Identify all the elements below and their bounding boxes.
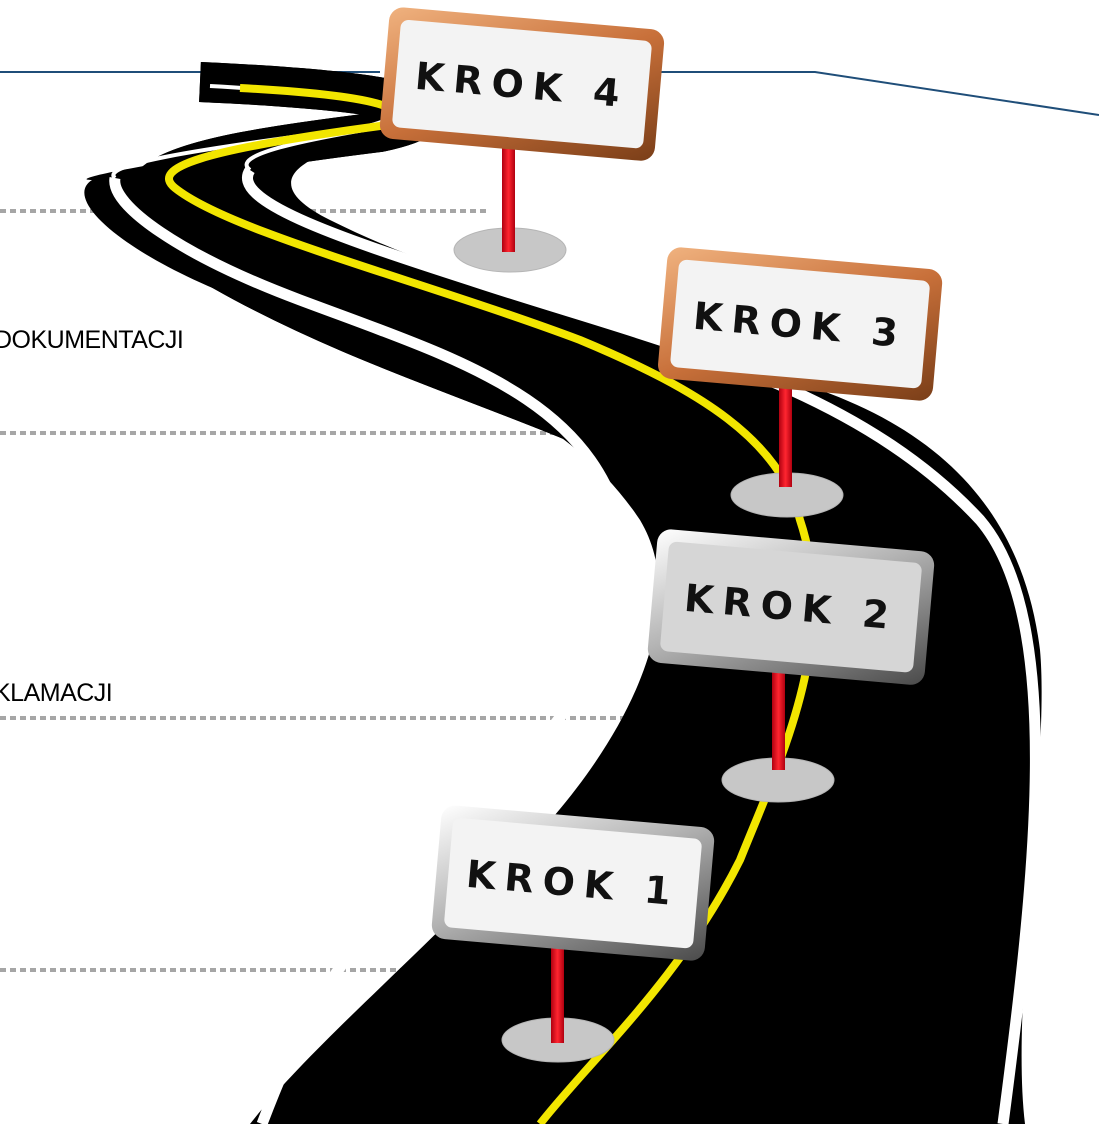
signpost-step-1: KROK 1 (431, 805, 715, 1063)
sign-pole (551, 925, 564, 1043)
road-edge-line-left (109, 177, 632, 1124)
step-3-description: DOKUMENTACJI (0, 326, 184, 354)
road-edge-line-right (242, 166, 1041, 1124)
signpost-step-2: KROK 2 (647, 529, 935, 803)
sign-pole (772, 655, 785, 770)
road-center-line (165, 84, 818, 1124)
road-sign: KROK 2 (647, 529, 935, 685)
sign-pole (502, 130, 515, 252)
signpost-step-4: KROK 4 (379, 7, 665, 273)
sign-pole (779, 372, 792, 487)
step-2-description: KLAMACJI (0, 679, 113, 707)
road-body (84, 130, 1042, 1124)
road-sign: KROK 1 (431, 805, 715, 961)
road-sign: KROK 4 (379, 7, 665, 161)
road-sign: KROK 3 (658, 247, 943, 401)
signpost-step-3: KROK 3 (658, 247, 943, 518)
